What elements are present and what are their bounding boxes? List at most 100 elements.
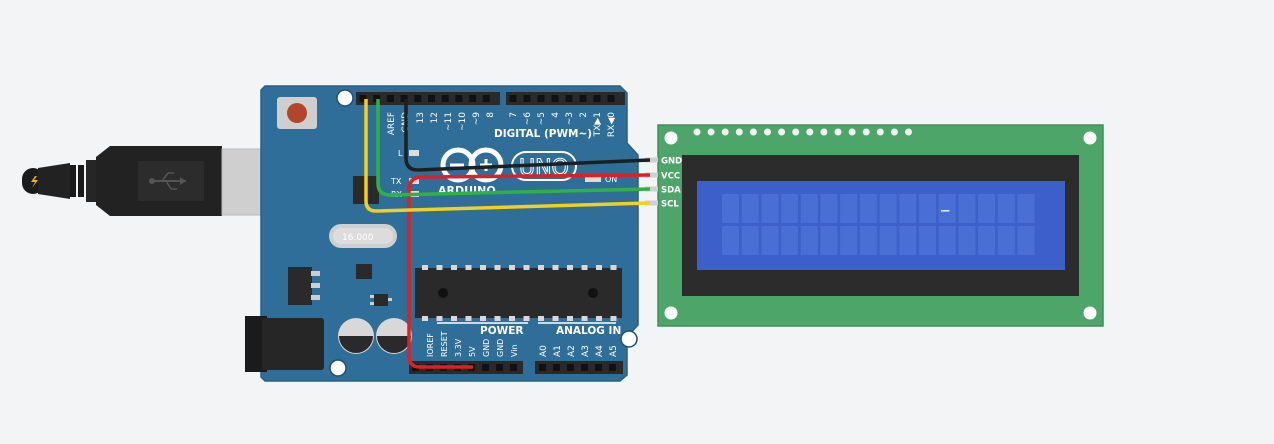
smd-component: [356, 264, 372, 279]
lcd-char-cell: [879, 226, 897, 255]
lcd-mount-hole: [1083, 306, 1097, 320]
voltage-regulator: [288, 267, 320, 305]
lcd-char-cell: [722, 194, 739, 223]
header-pin[interactable]: [553, 364, 560, 371]
lcd-pin[interactable]: [645, 172, 658, 178]
header-pin[interactable]: [579, 95, 587, 102]
lcd-char-cell: [840, 226, 858, 255]
digital-pin-label: 12: [430, 112, 440, 123]
lcd-char-cell: [919, 194, 936, 223]
header-pin[interactable]: [469, 95, 477, 102]
header-pin[interactable]: [581, 364, 588, 371]
capacitor: [338, 318, 374, 354]
mounting-hole: [336, 89, 354, 107]
capacitor: [376, 318, 412, 354]
lcd-char-cell: [781, 226, 799, 255]
mounting-hole: [329, 359, 347, 377]
lcd-char-cell: [800, 226, 818, 255]
lcd-pin-label: SDA: [661, 186, 681, 196]
header-pin[interactable]: [400, 95, 408, 102]
digital-pin-label: AREF: [387, 112, 397, 135]
header-pin[interactable]: [441, 95, 449, 102]
digital-pin-label: RX◀0: [607, 112, 617, 137]
wire-vcc[interactable]: [407, 173, 651, 369]
wire-gnd[interactable]: [404, 99, 651, 172]
power-pin-label: 5V: [468, 346, 477, 357]
header-pin[interactable]: [565, 95, 573, 102]
lcd-char-cell: [978, 194, 996, 223]
lcd-char-cell: [761, 226, 779, 255]
header-pin[interactable]: [414, 95, 422, 102]
header-pin[interactable]: [482, 95, 490, 102]
lcd-mount-hole: [664, 306, 678, 320]
led-on: [585, 176, 601, 182]
lcd-char-cell: [722, 226, 739, 255]
header-pin[interactable]: [428, 95, 435, 102]
digital-pin-label: 4: [551, 112, 561, 118]
header-pin[interactable]: [523, 95, 531, 102]
reset-button[interactable]: [277, 97, 317, 129]
wire-sda[interactable]: [376, 99, 651, 197]
header-pin[interactable]: [551, 95, 559, 102]
analog-header-label: ANALOG IN: [556, 325, 621, 337]
header-pin[interactable]: [482, 364, 489, 371]
header-pin[interactable]: [567, 364, 574, 371]
lcd-char-cell: [997, 194, 1015, 223]
wire-scl[interactable]: [364, 99, 651, 213]
power-pin-label: Vin: [510, 344, 519, 357]
header-pin[interactable]: [593, 95, 601, 102]
crystal-oscillator: 16.000: [329, 224, 397, 248]
header-pin[interactable]: [537, 95, 545, 102]
header-pin[interactable]: [373, 95, 381, 102]
header-pin[interactable]: [359, 95, 367, 102]
header-pin[interactable]: [539, 364, 546, 371]
lcd-char-cell: [899, 194, 917, 223]
lcd-char-cell: [820, 194, 838, 223]
header-pin[interactable]: [595, 364, 602, 371]
power-pin-label: RESET: [440, 331, 449, 357]
analog-pin-label: A0: [539, 345, 549, 357]
digital-pin-label: ~3: [565, 112, 575, 125]
lcd-char-cell: [741, 226, 759, 255]
analog-pin-label: A3: [581, 345, 591, 357]
digital-pin-label: 8: [486, 112, 496, 118]
led-l: [409, 150, 419, 156]
svg-text:16.000: 16.000: [342, 233, 374, 243]
lcd-mount-hole: [1083, 131, 1097, 145]
lcd-char-cell: [978, 226, 996, 255]
digital-pin-label: 2: [579, 112, 589, 118]
lcd-char-cell: [899, 226, 917, 255]
header-pin[interactable]: [509, 95, 517, 102]
header-pin[interactable]: [455, 95, 463, 102]
power-pin-label: 3.3V: [454, 338, 463, 357]
lcd-pin[interactable]: [645, 186, 658, 192]
header-pin[interactable]: [607, 95, 615, 102]
analog-pin-label: A5: [609, 345, 619, 357]
lcd-char-cell: [781, 194, 799, 223]
led-tx-label: TX: [390, 177, 402, 186]
header-pin[interactable]: [510, 364, 517, 371]
digital-pin-label: ~5: [537, 112, 547, 125]
power-header-label: POWER: [480, 325, 523, 337]
lcd-char-cell: [919, 226, 936, 255]
lcd-char-cell: [958, 194, 976, 223]
lcd-char-cell: [938, 194, 956, 223]
lcd-pin[interactable]: [645, 200, 658, 206]
lcd-char-cell: [840, 194, 858, 223]
header-pin[interactable]: [386, 95, 394, 102]
header-pin[interactable]: [496, 364, 503, 371]
power-jack[interactable]: [245, 316, 324, 372]
lcd-screen-text: _: [941, 196, 950, 212]
lcd-pin[interactable]: [645, 157, 658, 163]
digital-pin-label: ~9: [472, 112, 482, 126]
lcd-char-cell: [820, 226, 838, 255]
digital-pin-label: ~11: [444, 112, 454, 131]
header-pin[interactable]: [609, 364, 616, 371]
led-l-label: L: [398, 149, 403, 158]
wires[interactable]: [364, 99, 651, 369]
usb-flash-icon: [31, 176, 38, 188]
analog-pin-label: A1: [553, 345, 563, 357]
